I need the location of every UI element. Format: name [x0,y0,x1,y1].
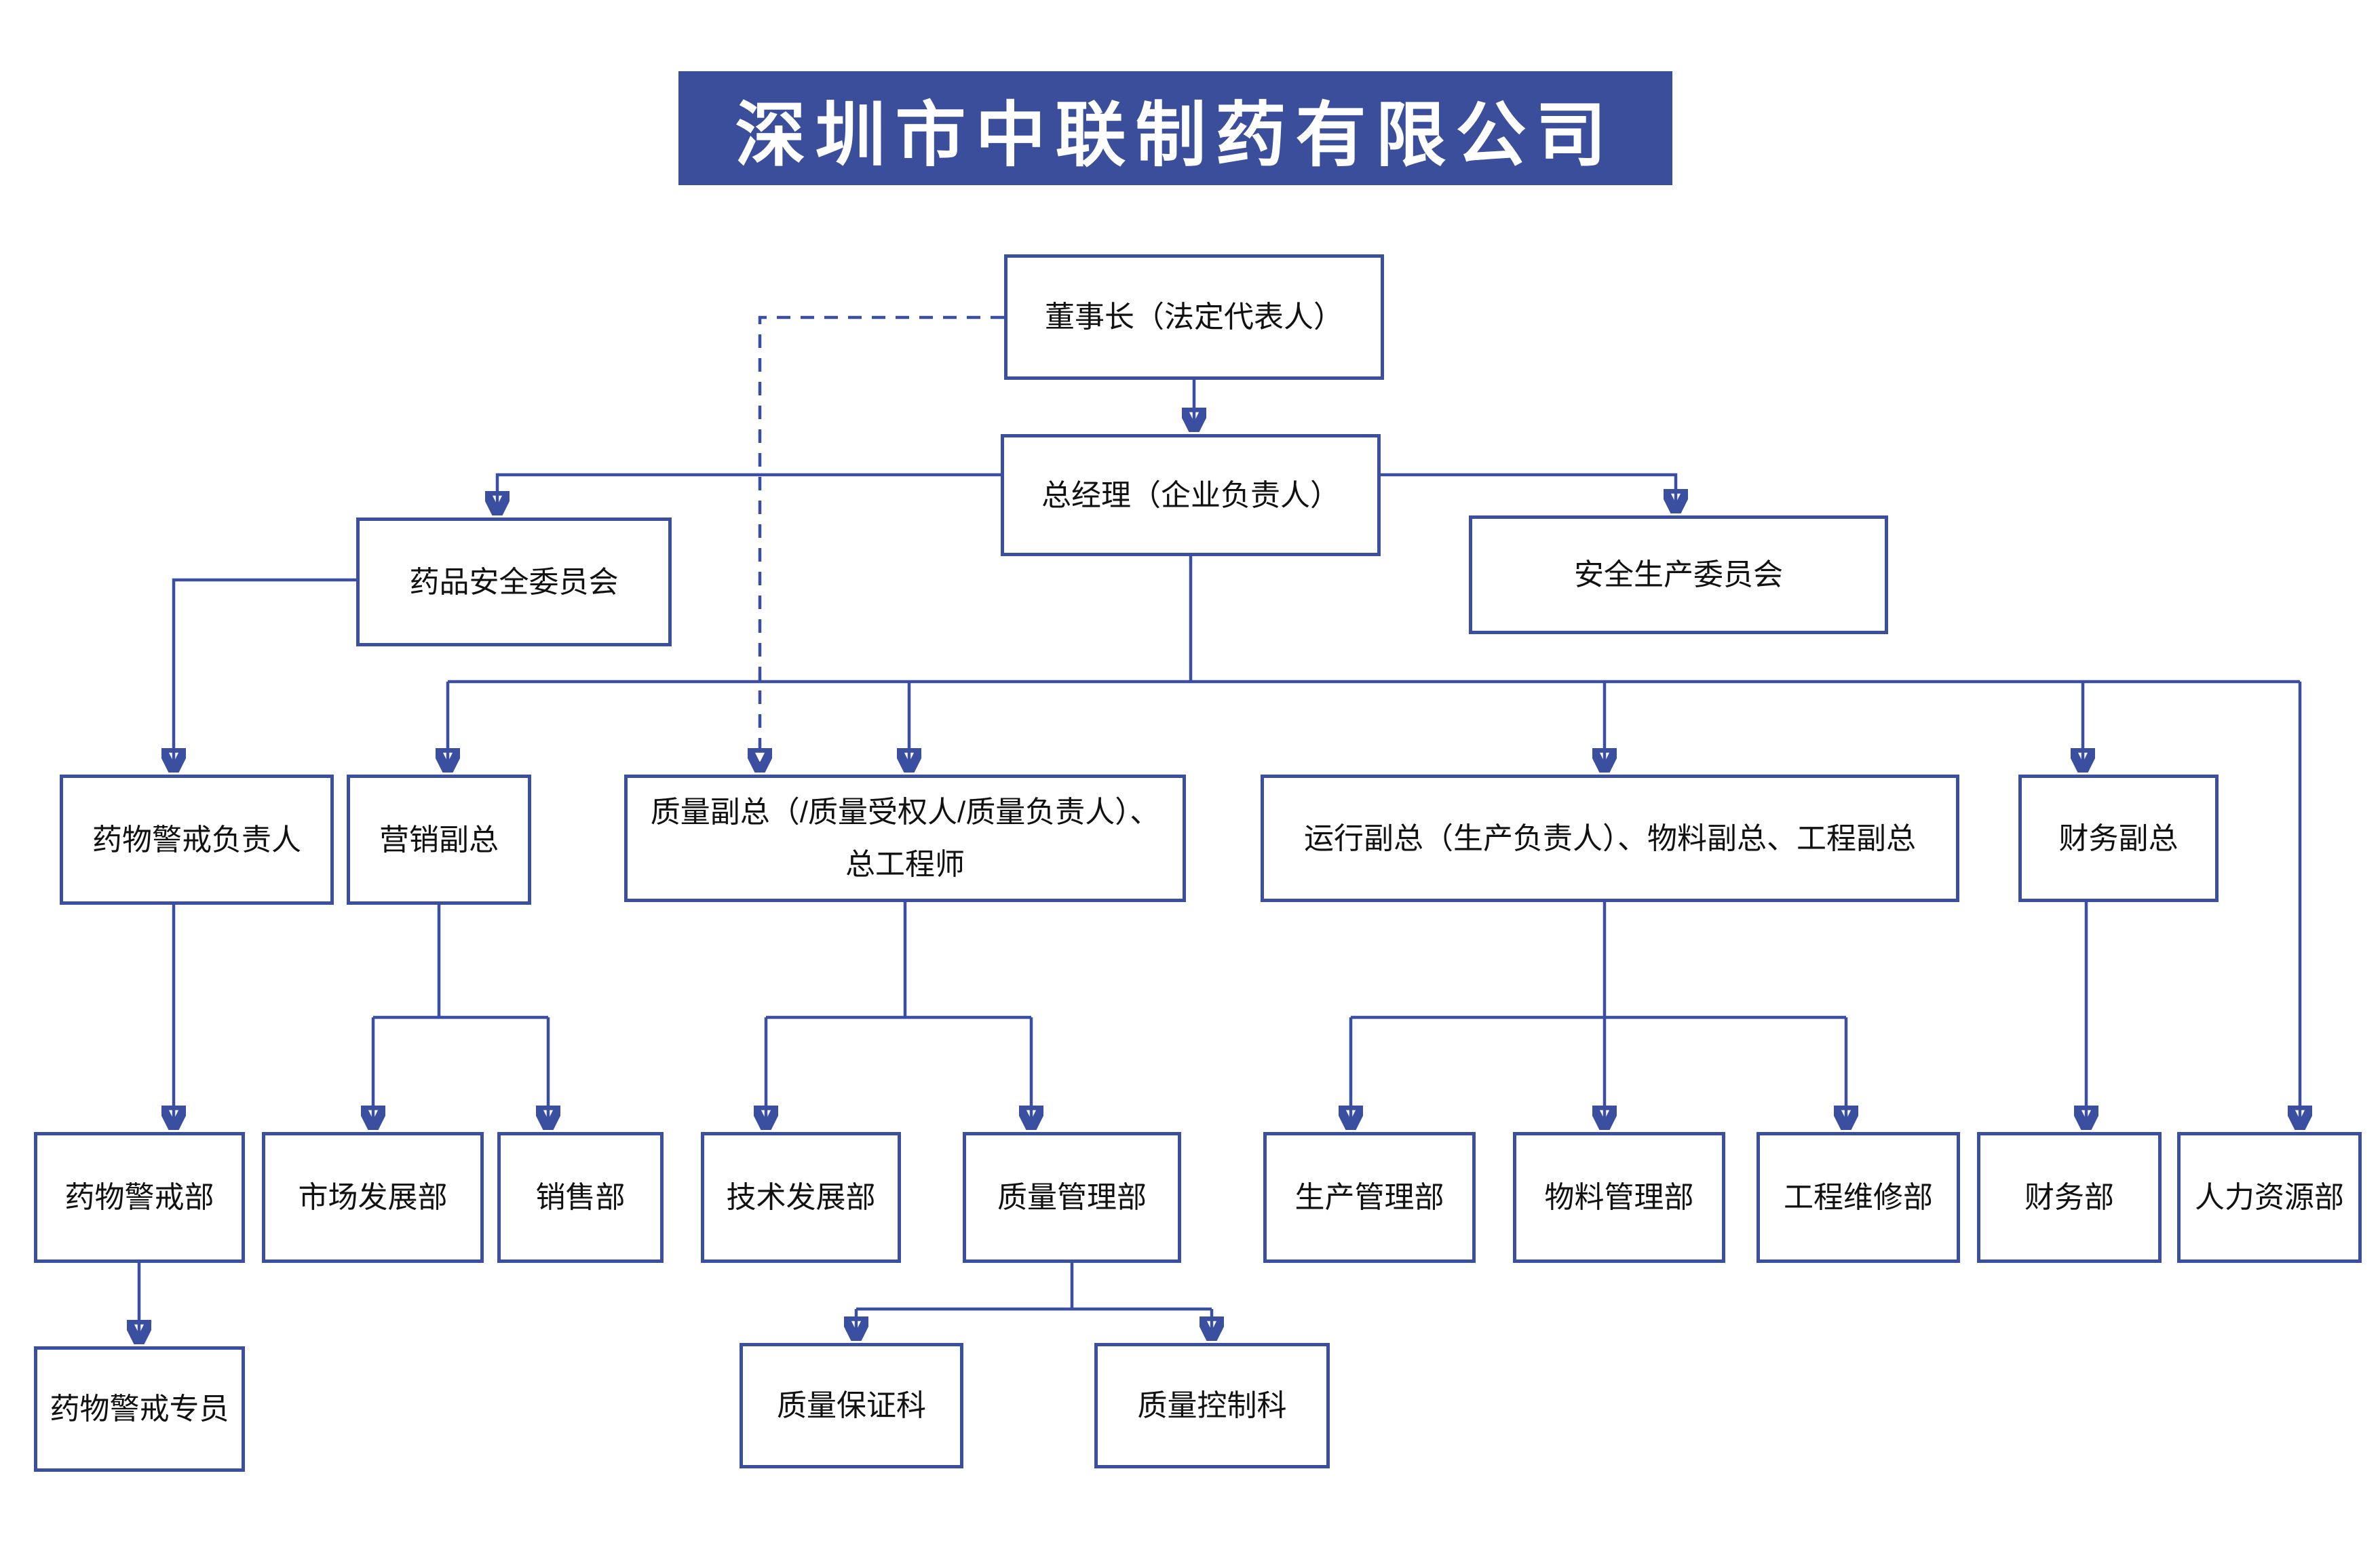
node-finance-vp: 财务副总 [2018,775,2219,902]
operations-vp-split [1351,902,1846,1128]
node-finance-vp-label: 财务副总 [2058,821,2179,855]
node-finance-dept: 财务部 [1977,1132,2162,1263]
node-market-dev-dept-label: 市场发展部 [298,1181,448,1214]
node-quality-mgmt-dept: 质量管理部 [963,1132,1181,1263]
node-pv-lead-label: 药物警戒负责人 [92,823,301,857]
node-quality-vp: 质量副总（/质量受权人/质量负责人）、总工程师 [624,775,1186,902]
node-marketing-vp: 营销副总 [347,775,531,905]
company-title: 深圳市中联制药有限公司 [735,96,1616,175]
node-tech-dev-dept-label: 技术发展部 [726,1181,876,1214]
node-operations-vp: 运行副总（生产负责人）、物料副总、工程副总 [1261,775,1959,902]
node-drug-safety-committee-label: 药品安全委员会 [409,565,619,599]
node-general-manager-label: 总经理（企业负责人） [1041,478,1340,512]
node-eng-maint-dept-label: 工程维修部 [1784,1181,1933,1214]
node-pv-specialist: 药物警戒专员 [34,1346,245,1472]
node-operations-vp-label: 运行副总（生产负责人）、物料副总、工程副总 [1304,821,1916,855]
node-hr-dept: 人力资源部 [2177,1132,2362,1263]
node-chairman-label: 董事长（法定代表人） [1045,300,1343,334]
quality-mgmt-split [856,1263,1212,1339]
node-material-mgmt-dept: 物料管理部 [1513,1132,1725,1263]
node-prod-mgmt-dept: 生产管理部 [1263,1132,1476,1263]
node-general-manager: 总经理（企业负责人） [1001,434,1381,556]
node-prod-safety-committee: 安全生产委员会 [1469,515,1888,634]
node-prod-mgmt-dept-label: 生产管理部 [1294,1181,1444,1214]
edge-gm-drug-safety-committee [497,473,1001,513]
node-hr-dept-label: 人力资源部 [2195,1181,2344,1214]
node-qa-section: 质量保证科 [740,1343,963,1468]
node-drug-safety-committee: 药品安全委员会 [356,518,672,646]
node-material-mgmt-dept-label: 物料管理部 [1544,1181,1694,1214]
gm-distribution-line [448,556,2300,1128]
node-qc-section: 质量控制科 [1094,1343,1330,1468]
company-title-banner: 深圳市中联制药有限公司 [678,71,1672,185]
marketing-vp-split [373,905,548,1128]
edge-drug-safety-committee-pv-lead [174,578,356,770]
node-pv-specialist-label: 药物警戒专员 [50,1392,229,1426]
quality-vp-split [766,902,1031,1128]
node-pv-dept-label: 药物警戒部 [64,1181,214,1214]
node-pv-dept: 药物警戒部 [34,1132,245,1263]
node-marketing-vp-label: 营销副总 [379,823,499,857]
node-sales-dept-label: 销售部 [535,1181,626,1214]
node-sales-dept: 销售部 [497,1132,664,1263]
node-finance-dept-label: 财务部 [2024,1181,2114,1214]
edge-chairman-quality-vp-dashed [760,315,1004,770]
node-pv-lead: 药物警戒负责人 [60,775,334,905]
node-prod-safety-committee-label: 安全生产委员会 [1574,558,1783,591]
node-chairman: 董事长（法定代表人） [1004,254,1384,380]
node-market-dev-dept: 市场发展部 [262,1132,484,1263]
node-quality-vp-label: 质量副总（/质量受权人/质量负责人）、总工程师 [650,796,1160,881]
node-tech-dev-dept: 技术发展部 [701,1132,901,1263]
node-quality-mgmt-dept-label: 质量管理部 [997,1181,1147,1214]
node-qa-section-label: 质量保证科 [777,1389,926,1422]
node-eng-maint-dept: 工程维修部 [1757,1132,1960,1263]
node-qc-section-label: 质量控制科 [1137,1389,1287,1422]
edge-gm-prod-safety-committee [1381,473,1676,511]
